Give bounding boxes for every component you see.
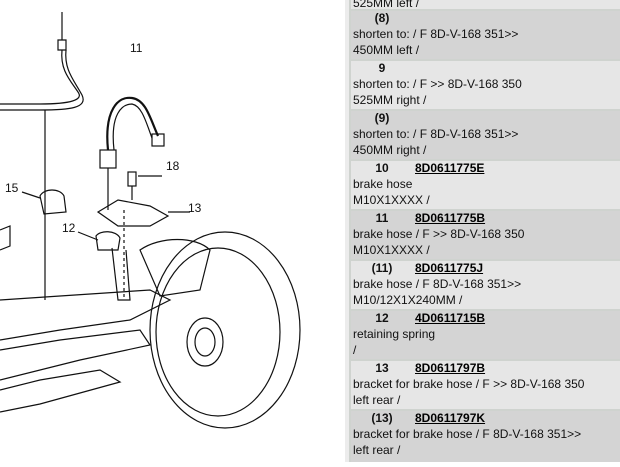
part-number-link[interactable]: 8D0611797B	[415, 361, 486, 375]
callout-11: 11	[130, 41, 143, 55]
callout-15: 15	[5, 181, 19, 195]
parts-row: (8) shorten to: / F 8D-V-168 351>> 450MM…	[351, 11, 620, 59]
parts-row: (13) 8D0611797K bracket for brake hose /…	[351, 411, 620, 462]
parts-row: 9 shorten to: / F >> 8D-V-168 350 525MM …	[351, 61, 620, 109]
part-desc-line: M10X1XXXX /	[353, 242, 430, 257]
part-desc-line: shorten to: / F 8D-V-168 351>>	[353, 127, 519, 141]
part-desc-line: left rear /	[353, 392, 401, 407]
part-number-link[interactable]: 8D0611775J	[415, 261, 484, 275]
part-number-label: 12	[375, 311, 389, 325]
parts-row: (11) 8D0611775J brake hose / F 8D-V-168 …	[351, 261, 620, 309]
parts-list: 525MM left / (8) shorten to: / F 8D-V-16…	[349, 0, 620, 462]
part-desc-line: left rear /	[353, 442, 401, 457]
part-desc-line: 525MM left /	[353, 0, 420, 10]
part-desc-line: brake hose / F 8D-V-168 351>>	[353, 277, 522, 291]
parts-row: 10 8D0611775E brake hose M10X1XXXX /	[351, 161, 620, 209]
part-desc-line: /	[353, 342, 357, 357]
part-number-link[interactable]: 8D0611797K	[415, 411, 486, 425]
part-desc-line: shorten to: / F >> 8D-V-168 350	[353, 77, 522, 91]
part-number-label: (9)	[374, 111, 390, 125]
part-number-link[interactable]: 8D0611775E	[415, 161, 485, 175]
part-desc-line: shorten to: / F 8D-V-168 351>>	[353, 27, 519, 41]
callout-18: 18	[166, 159, 180, 173]
parts-row: (9) shorten to: / F 8D-V-168 351>> 450MM…	[351, 111, 620, 159]
part-desc-line: brake hose	[353, 177, 413, 191]
part-number-label: 11	[375, 211, 389, 225]
part-number-label: (11)	[371, 261, 393, 275]
exploded-parts-diagram: 11 18 15 13 12	[0, 12, 301, 429]
part-desc-line: brake hose / F >> 8D-V-168 350	[353, 227, 525, 241]
brake-hose-diagram-drawing: 11 18 15 13 12	[0, 12, 301, 429]
callout-12: 12	[62, 221, 76, 235]
part-number-link[interactable]: 8D0611775B	[415, 211, 486, 225]
parts-row: 12 4D0611715B retaining spring /	[351, 311, 620, 359]
part-number-label: 9	[378, 61, 386, 75]
part-number-link[interactable]: 4D0611715B	[415, 311, 486, 325]
part-desc-line: 450MM right /	[353, 142, 427, 157]
part-desc-line: bracket for brake hose / F >> 8D-V-168 3…	[353, 377, 585, 391]
parts-row: 13 8D0611797B bracket for brake hose / F…	[351, 361, 620, 409]
part-desc-line: bracket for brake hose / F 8D-V-168 351>…	[353, 427, 582, 441]
part-desc-line: M10X1XXXX /	[353, 192, 430, 207]
part-number-label: (13)	[371, 411, 393, 425]
part-desc-line: 525MM right /	[353, 92, 427, 107]
part-desc-line: retaining spring	[353, 327, 436, 341]
callout-13: 13	[188, 201, 202, 215]
pane-divider[interactable]	[345, 0, 349, 462]
part-desc-line: 450MM left /	[353, 42, 420, 57]
parts-row-8-tail: 525MM left /	[351, 0, 620, 9]
part-number-label: (8)	[374, 11, 390, 25]
part-desc-line: M10/12X1X240MM /	[353, 292, 463, 307]
part-number-label: 13	[375, 361, 389, 375]
parts-row: 11 8D0611775B brake hose / F >> 8D-V-168…	[351, 211, 620, 259]
part-number-label: 10	[375, 161, 389, 175]
